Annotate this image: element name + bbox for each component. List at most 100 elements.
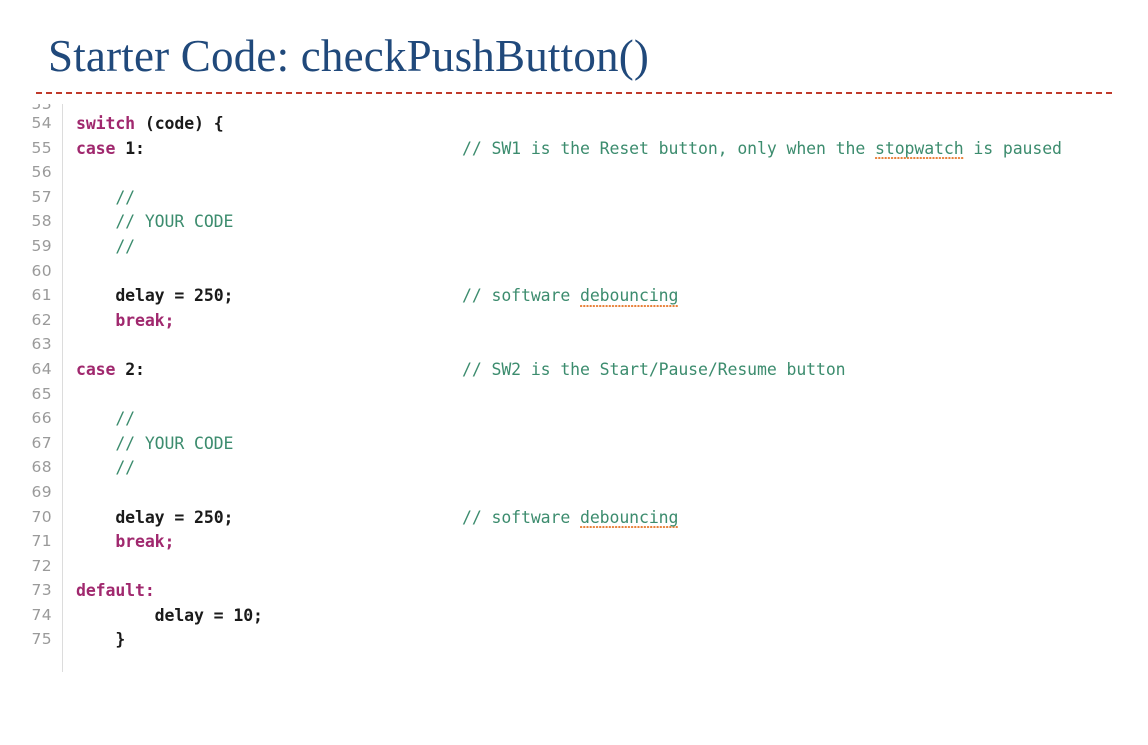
code-line: 58 // YOUR CODE xyxy=(0,212,1148,237)
code-text: break; xyxy=(76,532,174,551)
operator-assign: = xyxy=(164,286,195,306)
line-number: 72 xyxy=(31,556,52,575)
code-text: case 1: xyxy=(76,139,145,158)
code-line: 60 xyxy=(0,262,1148,287)
line-number: 55 xyxy=(31,138,52,157)
code-text: delay = 250; xyxy=(76,286,233,305)
comment-text: // software xyxy=(462,286,581,306)
line-number: 61 xyxy=(31,286,52,305)
number-literal: 1 xyxy=(125,138,136,158)
comment-text: // SW1 is the Reset button, only when th… xyxy=(462,138,876,158)
code-listing: 53 54 switch (code) { 55 case 1: // SW1 … xyxy=(0,104,1148,684)
code-comment: // YOUR CODE xyxy=(76,212,234,232)
keyword-break: break xyxy=(115,532,165,552)
line-number: 64 xyxy=(31,359,52,378)
punct: ) { xyxy=(194,114,224,133)
identifier-code: code xyxy=(154,114,195,133)
line-number: 54 xyxy=(31,114,52,132)
line-number: 66 xyxy=(31,409,52,428)
code-line: 59 // xyxy=(0,237,1148,262)
line-number: 69 xyxy=(31,482,52,501)
punct: : xyxy=(144,581,155,601)
code-comment: // SW2 is the Start/Pause/Resume button xyxy=(462,359,846,379)
identifier-delay: delay xyxy=(115,507,165,527)
code-comment: // YOUR CODE xyxy=(76,433,234,453)
spellcheck-flagged-word: debouncing xyxy=(580,507,678,530)
code-line: 75 } xyxy=(0,630,1148,655)
line-number-gutter-rule xyxy=(62,104,63,672)
code-comment: // SW1 is the Reset button, only when th… xyxy=(462,138,1062,161)
identifier-delay: delay xyxy=(154,605,204,625)
line-number: 74 xyxy=(31,605,52,624)
code-text: delay = 250; xyxy=(76,508,233,527)
keyword-break: break xyxy=(115,310,165,330)
code-line: 71 break; xyxy=(0,532,1148,557)
number-literal: 250 xyxy=(194,286,224,306)
comment-text: // software xyxy=(462,507,581,527)
keyword-case: case xyxy=(76,359,116,379)
code-line: 74 delay = 10; xyxy=(0,606,1148,631)
line-number: 70 xyxy=(31,507,52,526)
line-number: 63 xyxy=(31,335,52,354)
code-line: 65 xyxy=(0,385,1148,410)
line-number: 60 xyxy=(31,261,52,280)
indent xyxy=(76,311,115,330)
code-line: 69 xyxy=(0,483,1148,508)
line-number: 65 xyxy=(31,384,52,403)
indent xyxy=(76,508,115,527)
line-number: 59 xyxy=(31,236,52,255)
code-comment: // software debouncing xyxy=(462,507,678,530)
punct: ; xyxy=(223,286,234,306)
code-line: 62 break; xyxy=(0,311,1148,336)
punct: : xyxy=(135,138,145,158)
title-divider xyxy=(36,92,1112,94)
code-line: 72 xyxy=(0,557,1148,582)
line-number: 67 xyxy=(31,433,52,452)
code-comment: // xyxy=(76,187,136,207)
code-text: } xyxy=(76,630,125,649)
closing-brace: } xyxy=(76,630,126,650)
code-text: case 2: xyxy=(76,360,145,379)
code-comment: // xyxy=(76,236,136,256)
line-number: 75 xyxy=(31,630,52,649)
punct: ( xyxy=(135,114,155,133)
code-line: 54 switch (code) { xyxy=(0,114,1148,139)
code-line: 55 case 1: // SW1 is the Reset button, o… xyxy=(0,138,1148,164)
comment-text: is paused xyxy=(963,138,1062,158)
spellcheck-flagged-word: debouncing xyxy=(580,286,678,309)
spellcheck-flagged-word: stopwatch xyxy=(875,138,964,161)
code-line: 61 delay = 250; // software debouncing xyxy=(0,286,1148,311)
line-number: 68 xyxy=(31,458,52,477)
number-literal: 2 xyxy=(125,359,136,379)
code-line: 66 // xyxy=(0,409,1148,434)
code-line: 57 // xyxy=(0,188,1148,213)
operator-assign: = xyxy=(164,507,195,527)
space xyxy=(115,139,125,158)
code-line: 70 delay = 250; // software debouncing xyxy=(0,507,1148,533)
code-line: 73 default: xyxy=(0,581,1148,606)
line-number: 71 xyxy=(31,532,52,551)
keyword-switch: switch xyxy=(76,114,136,133)
code-line: 63 xyxy=(0,335,1148,360)
operator-assign: = xyxy=(203,605,234,625)
code-text: default: xyxy=(76,581,155,600)
punct: ; xyxy=(164,310,175,330)
indent xyxy=(76,532,115,551)
code-comment: // xyxy=(76,409,136,429)
line-number: 73 xyxy=(31,581,52,600)
keyword-case: case xyxy=(76,138,116,158)
code-line: 53 xyxy=(0,104,1148,114)
punct: ; xyxy=(164,532,175,552)
code-text: delay = 10; xyxy=(76,606,263,625)
line-number: 57 xyxy=(31,187,52,206)
line-number: 62 xyxy=(31,310,52,329)
keyword-default: default xyxy=(76,581,145,601)
line-number: 58 xyxy=(31,212,52,231)
punct: : xyxy=(135,359,145,379)
code-line: 64 case 2: // SW2 is the Start/Pause/Res… xyxy=(0,360,1148,385)
code-comment: // xyxy=(76,458,136,478)
code-text: break; xyxy=(76,311,174,330)
line-number: 56 xyxy=(31,163,52,182)
punct: ; xyxy=(223,507,234,527)
code-comment: // software debouncing xyxy=(462,286,678,309)
